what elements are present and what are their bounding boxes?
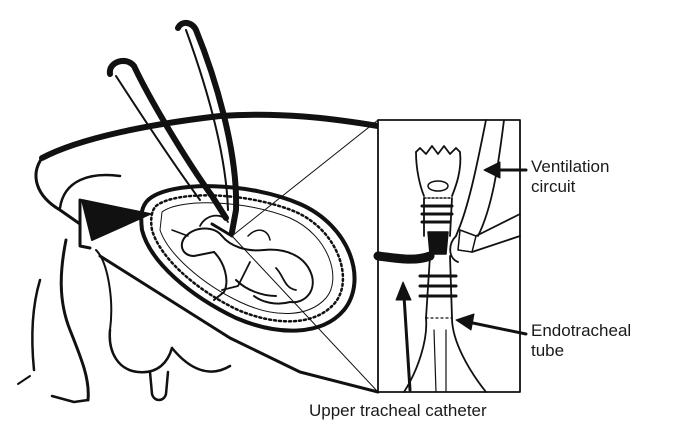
label-endotracheal-tube: Endotracheal tube xyxy=(531,321,631,361)
label-endotracheal-line-2: tube xyxy=(531,341,565,360)
maternal-body-outline xyxy=(17,111,381,404)
label-endotracheal-line-1: Endotracheal xyxy=(531,321,632,340)
inset-detail xyxy=(373,119,521,393)
uterus-with-fetus xyxy=(139,184,357,333)
label-ventilation-circuit: Ventilation circuit xyxy=(531,157,609,197)
label-ventilation-line-1: Ventilation xyxy=(531,157,610,176)
arrow-ventilation-circuit xyxy=(483,161,528,179)
arrow-endotracheal-tube xyxy=(455,313,528,336)
arrow-upper-tracheal-catheter xyxy=(395,281,412,392)
dark-cone-shape xyxy=(81,199,151,241)
zoom-guide-lines xyxy=(231,119,379,393)
label-upper-tracheal-catheter: Upper tracheal catheter xyxy=(309,401,487,420)
label-ventilation-line-2: circuit xyxy=(531,177,576,196)
